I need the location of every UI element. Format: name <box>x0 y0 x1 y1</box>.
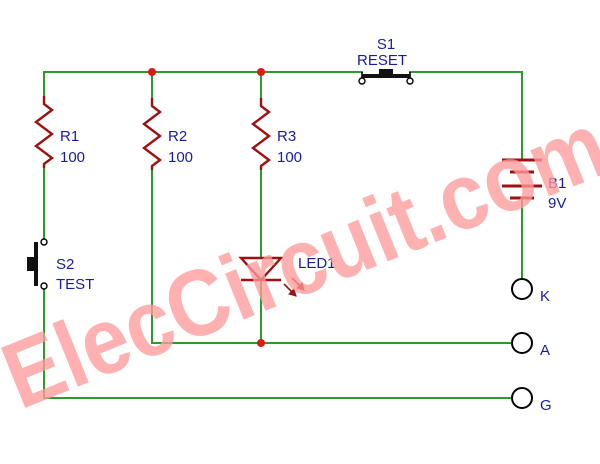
resistor-r2-symbol <box>142 98 162 170</box>
components <box>27 69 542 297</box>
resistor-r3-symbol <box>251 98 271 170</box>
s2-plunger <box>27 257 34 271</box>
r1-value-label: 100 <box>60 149 85 166</box>
s1-contact-right <box>406 77 414 85</box>
test-switch-s2-symbol <box>27 238 48 290</box>
led-triangle <box>238 256 284 282</box>
r1-ref-label: R1 <box>60 128 79 145</box>
junction-dot <box>148 68 156 76</box>
s2-ref-label: S2 <box>56 256 74 273</box>
s2-contact-top <box>40 238 48 246</box>
r3-ref-label: R3 <box>277 128 296 145</box>
terminal-k <box>511 278 533 300</box>
s1-contact-left <box>358 77 366 85</box>
b1-value-label: 9V <box>548 195 566 212</box>
s2-value-label: TEST <box>56 276 94 293</box>
s1-plunger <box>379 69 393 75</box>
s1-ref-label: S1 <box>377 36 395 53</box>
led-light-arrowhead <box>296 282 305 291</box>
labels: S1 RESET R1 100 R2 100 R3 100 B1 9V S2 T… <box>56 36 566 414</box>
r2-value-label: 100 <box>168 149 193 166</box>
r3-value-label: 100 <box>277 149 302 166</box>
led1-symbol <box>238 256 305 297</box>
terminal-a <box>511 332 533 354</box>
s2-bar <box>34 242 38 286</box>
led1-ref-label: LED1 <box>298 255 336 272</box>
resistor-r1-symbol <box>34 96 54 168</box>
s2-contact-bottom <box>40 282 48 290</box>
terminal-g-label: G <box>540 397 552 414</box>
terminal-a-label: A <box>540 342 550 359</box>
terminal-k-label: K <box>540 288 550 305</box>
junction-dot <box>257 68 265 76</box>
junctions <box>148 68 265 347</box>
wires <box>43 71 523 399</box>
r2-ref-label: R2 <box>168 128 187 145</box>
b1-ref-label: B1 <box>548 175 566 192</box>
s1-value-label: RESET <box>357 52 407 69</box>
terminals <box>511 278 533 409</box>
battery-b1-symbol <box>502 158 542 200</box>
reset-switch-s1-symbol <box>358 69 414 85</box>
junction-dot <box>257 339 265 347</box>
watermark: ElecCircuit.com <box>0 91 600 428</box>
led-light-arrowhead <box>288 288 297 297</box>
s1-bar <box>362 74 410 78</box>
terminal-g <box>511 387 533 409</box>
